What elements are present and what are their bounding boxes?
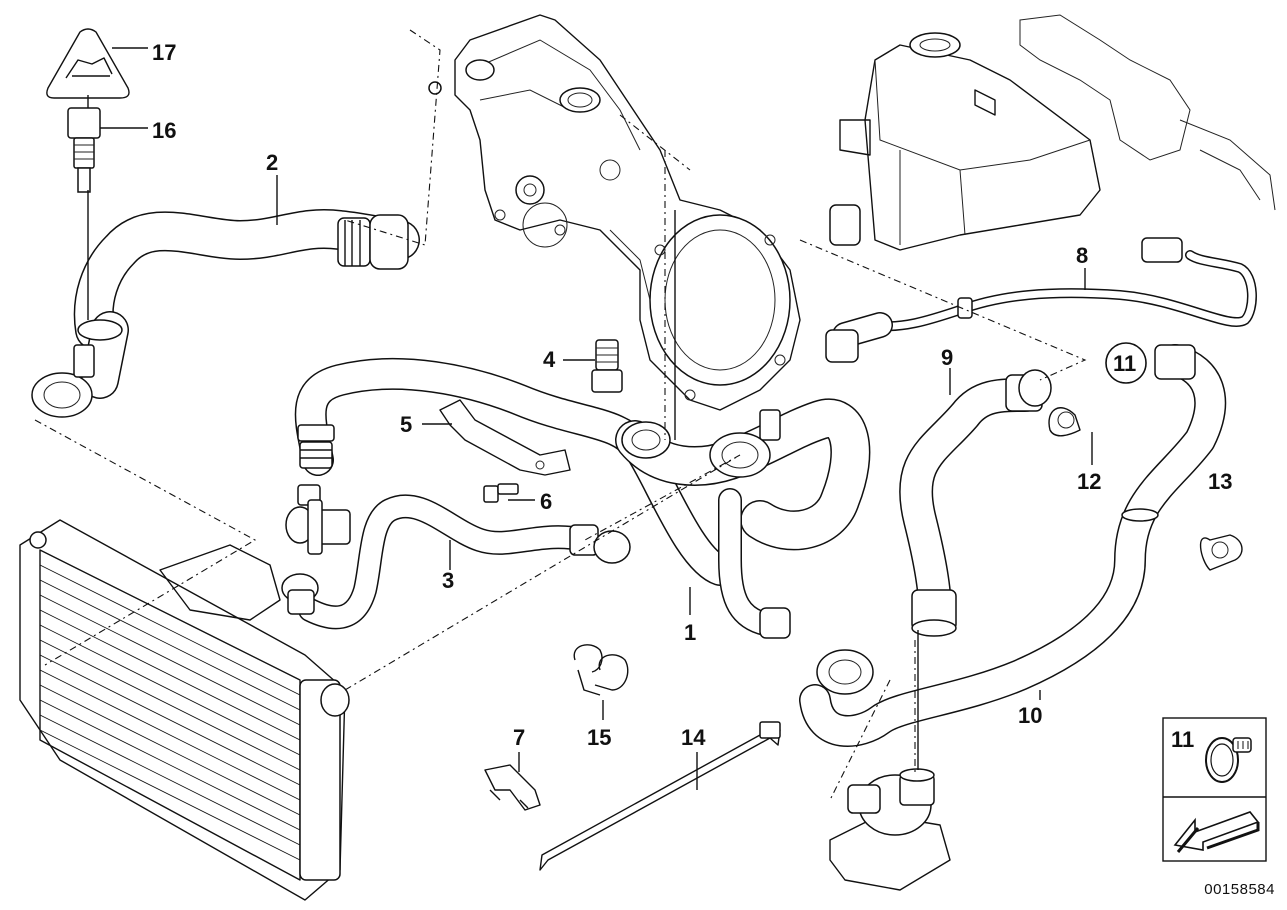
legend-label-11: 11 bbox=[1171, 727, 1194, 752]
temperature-sensor bbox=[67, 95, 101, 193]
callout-2: 2 bbox=[266, 150, 278, 175]
bracket-5 bbox=[439, 399, 571, 476]
t-piece-connector bbox=[285, 484, 351, 555]
callout-11-circle bbox=[1105, 342, 1147, 384]
callout-9: 9 bbox=[941, 345, 953, 370]
callout-12: 12 bbox=[1077, 469, 1101, 494]
legend-box: 11 bbox=[1162, 717, 1267, 862]
hose-10 bbox=[799, 344, 1227, 747]
callout-11: 11 bbox=[1113, 351, 1136, 376]
assembly-reference-lines bbox=[34, 29, 1087, 801]
callout-numbers: 17 16 2 4 5 6 3 1 8 9 11 12 13 10 7 15 1… bbox=[152, 40, 1232, 750]
vent-line-8 bbox=[825, 237, 1257, 363]
bleed-screw-4 bbox=[591, 339, 623, 393]
callout-13: 13 bbox=[1208, 469, 1232, 494]
clip-7 bbox=[484, 764, 541, 811]
hose-2 bbox=[31, 190, 420, 418]
callout-3: 3 bbox=[442, 568, 454, 593]
callout-4: 4 bbox=[543, 347, 556, 372]
callout-6: 6 bbox=[540, 489, 552, 514]
callout-1: 1 bbox=[684, 620, 696, 645]
clamp-13 bbox=[1199, 534, 1243, 571]
callout-8: 8 bbox=[1076, 243, 1088, 268]
direction-arrow-icon bbox=[1173, 811, 1260, 853]
callout-10: 10 bbox=[1018, 703, 1042, 728]
callout-17: 17 bbox=[152, 40, 176, 65]
engine-timing-cover-illustration bbox=[428, 14, 801, 411]
callout-16: 16 bbox=[152, 118, 176, 143]
callout-5: 5 bbox=[400, 412, 412, 437]
diagram-reference-number: 00158584 bbox=[1204, 881, 1275, 898]
hose-3 bbox=[281, 494, 631, 630]
leader-lines bbox=[100, 47, 1093, 790]
hose-9 bbox=[899, 369, 1052, 637]
callout-14: 14 bbox=[681, 725, 706, 750]
hose-clamp-icon bbox=[1205, 737, 1252, 783]
auxiliary-water-pump bbox=[829, 630, 951, 891]
callout-7: 7 bbox=[513, 725, 525, 750]
cable-tie-14 bbox=[539, 721, 781, 871]
bolt-6 bbox=[483, 483, 519, 503]
expansion-tank-illustration bbox=[829, 14, 1276, 251]
radiator bbox=[19, 519, 350, 901]
callout-15: 15 bbox=[587, 725, 611, 750]
warning-label-triangle bbox=[46, 28, 130, 99]
clip-15 bbox=[573, 644, 629, 696]
clamp-12 bbox=[1048, 407, 1081, 437]
